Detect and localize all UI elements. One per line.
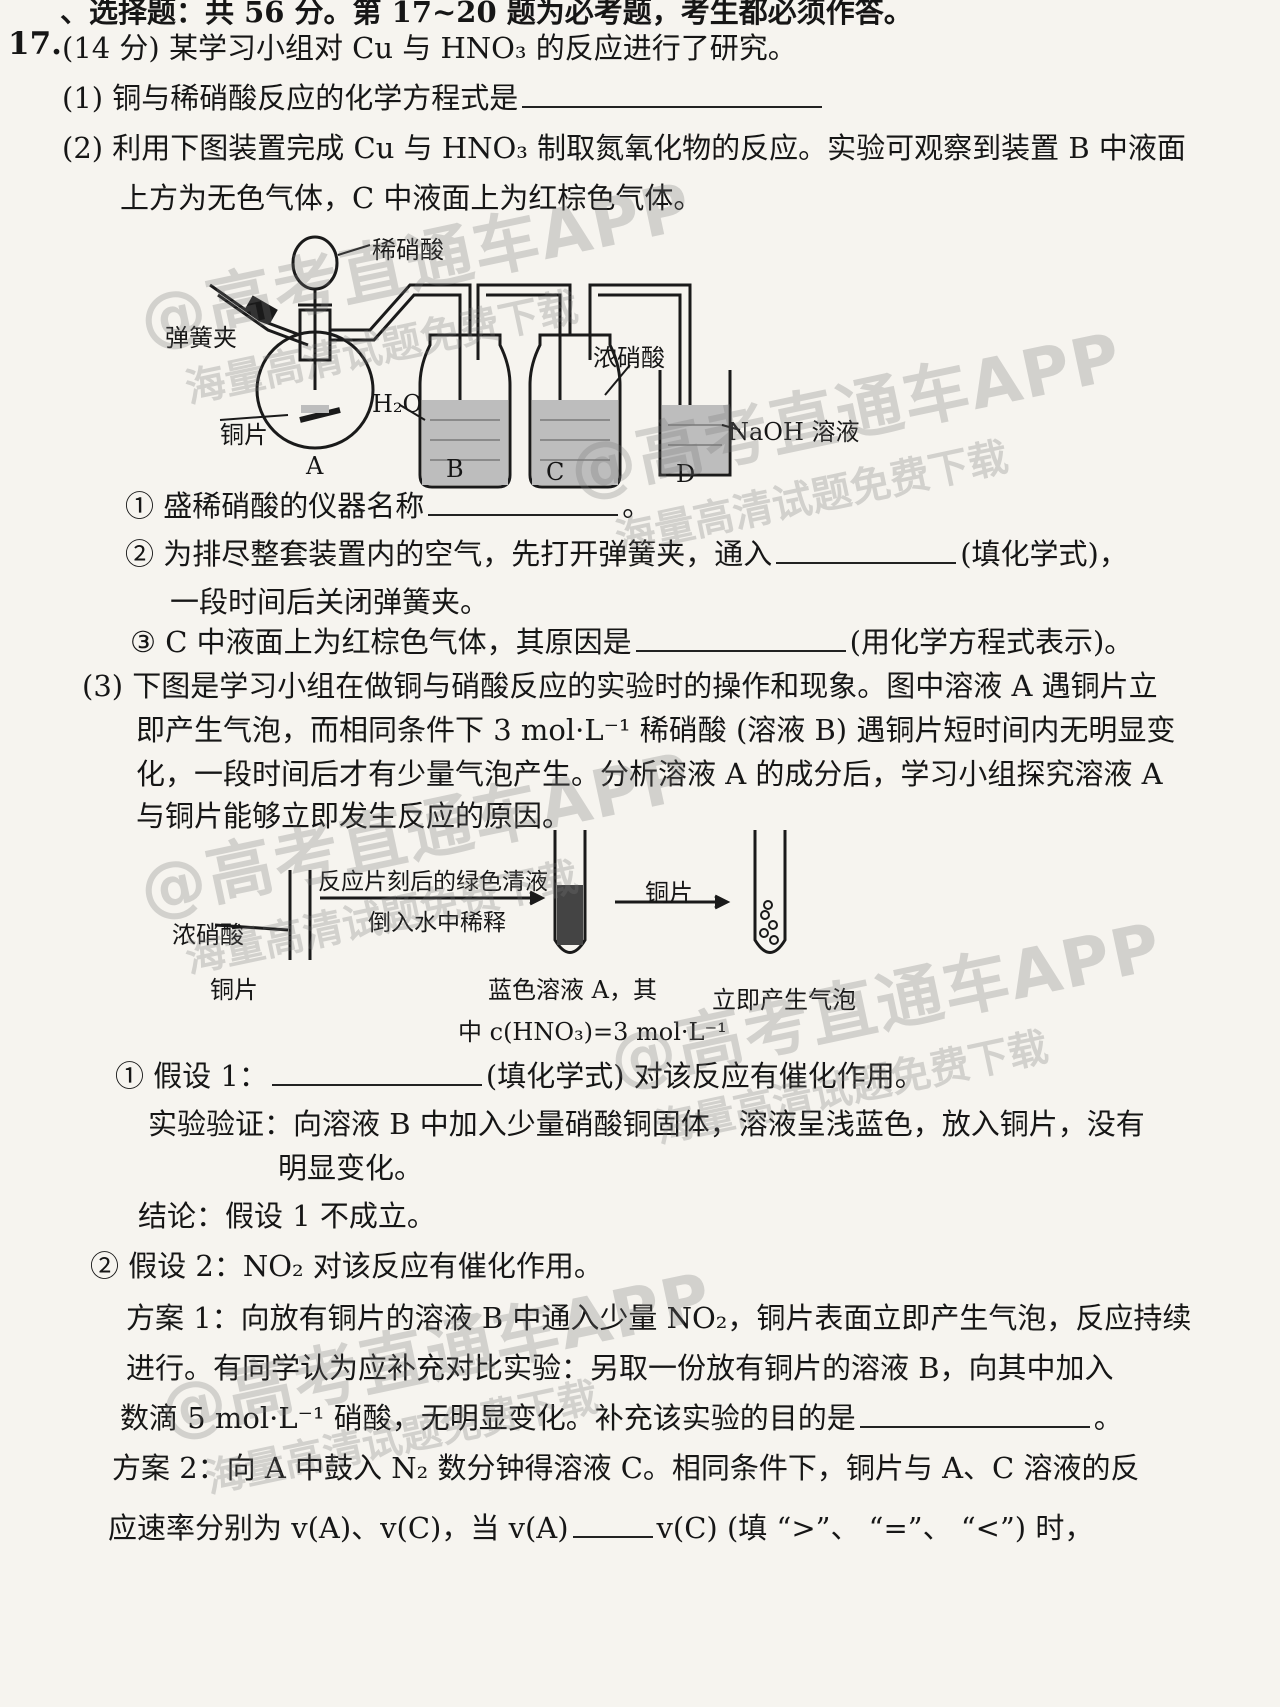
label-spring-clip: 弹簧夹 <box>165 324 237 352</box>
label-c: C <box>546 458 565 486</box>
label-water: H₂O <box>372 390 423 418</box>
separatory-funnel <box>291 235 339 291</box>
hypothesis-1: ① 假设 1：(填化学式) 对该反应有催化作用。 <box>115 1059 924 1093</box>
q2-3: ③ C 中液面上为红棕色气体，其原因是(用化学方程式表示)。 <box>130 625 1134 659</box>
answer-blank[interactable] <box>859 1425 1090 1428</box>
bubbles <box>759 900 779 945</box>
liquid-d <box>662 405 728 473</box>
flow-copper: 铜片 <box>210 976 258 1004</box>
flow-arrow1-bottom: 倒入水中稀释 <box>368 910 506 936</box>
liquid-b <box>422 400 508 485</box>
q2-2b: 一段时间后关闭弹簧夹。 <box>170 585 490 619</box>
part3-line1: (3) 下图是学习小组在做铜与硝酸反应的实验时的操作和现象。图中溶液 A 遇铜片… <box>82 669 1158 703</box>
answer-blank[interactable] <box>271 1083 482 1086</box>
hypothesis-2: ② 假设 2：NO₂ 对该反应有催化作用。 <box>90 1249 603 1283</box>
tube1-caption-1: 蓝色溶液 A，其 <box>488 976 657 1004</box>
label-conc-acid: 浓硝酸 <box>593 344 665 372</box>
q2-1: ① 盛稀硝酸的仪器名称。 <box>125 489 652 523</box>
part2-line2: 上方为无色气体，C 中液面上为红棕色气体。 <box>120 181 703 215</box>
tube-a <box>553 830 587 954</box>
flow-arrow1-top: 反应片刻后的绿色清液 <box>318 869 548 895</box>
tube1-caption-2: 中 c(HNO₃)=3 mol·L⁻¹ <box>458 1018 727 1046</box>
question-intro: (14 分) 某学习小组对 Cu 与 HNO₃ 的反应进行了研究。 <box>62 31 797 65</box>
beaker-d <box>658 370 732 477</box>
answer-blank[interactable] <box>635 649 846 652</box>
answer-blank[interactable] <box>776 561 957 564</box>
label-naoh: NaOH 溶液 <box>728 418 860 446</box>
flow-arrow2-top: 铜片 <box>645 879 693 907</box>
apparatus-diagram <box>209 235 741 489</box>
bottle-b <box>418 333 512 489</box>
bottle-c <box>528 333 622 489</box>
q2-2a: ② 为排尽整套装置内的空气，先打开弹簧夹，通入(填化学式)， <box>125 537 1128 571</box>
part3-line3: 化，一段时间后才有少量气泡产生。分析溶液 A 的成分后，学习小组探究溶液 A <box>136 757 1163 791</box>
label-a: A <box>306 452 324 480</box>
spring-clip <box>244 295 278 325</box>
copper-piece <box>299 407 341 423</box>
answer-blank[interactable] <box>572 1535 653 1538</box>
label-d: D <box>676 460 696 488</box>
plan1-line1: 方案 1：向放有铜片的溶液 B 中通入少量 NO₂，铜片表面立即产生气泡，反应持… <box>126 1301 1192 1335</box>
label-copper: 铜片 <box>220 421 268 449</box>
label-dilute-acid: 稀硝酸 <box>372 236 444 264</box>
part1-text: (1) 铜与稀硝酸反应的化学方程式是 <box>62 80 826 116</box>
solution-a <box>557 885 583 945</box>
conclusion: 结论：假设 1 不成立。 <box>138 1199 436 1233</box>
verify-1: 实验验证：向溶液 B 中加入少量硝酸铜固体，溶液呈浅蓝色，放入铜片，没有 <box>148 1107 1145 1141</box>
flow-diagram <box>214 830 787 960</box>
plan1-line3: 数滴 5 mol·L⁻¹ 硝酸，无明显变化。补充该实验的目的是。 <box>120 1401 1123 1435</box>
part3-line2: 即产生气泡，而相同条件下 3 mol·L⁻¹ 稀硝酸 (溶液 B) 遇铜片短时间… <box>136 713 1176 747</box>
question-number: 17. <box>8 26 62 62</box>
flow-conc-acid: 浓硝酸 <box>172 921 244 949</box>
section-header: 、选择题：共 56 分。第 17~20 题为必考题，考生都必须作答。 <box>60 0 913 29</box>
plan2-line1: 方案 2：向 A 中鼓入 N₂ 数分钟得溶液 C。相同条件下，铜片与 A、C 溶… <box>112 1451 1140 1485</box>
plan1-line2: 进行。有同学认为应补充对比实验：另取一份放有铜片的溶液 B，向其中加入 <box>126 1351 1114 1385</box>
plan2-line2: 应速率分别为 v(A)、v(C)，当 v(A)v(C) (填 “>”、 “=”、… <box>108 1511 1094 1545</box>
tube2-caption: 立即产生气泡 <box>712 986 856 1014</box>
part2-line1: (2) 利用下图装置完成 Cu 与 HNO₃ 制取氮氧化物的反应。实验可观察到装… <box>62 131 1186 165</box>
part3-line4: 与铜片能够立即发生反应的原因。 <box>136 799 572 833</box>
answer-blank[interactable] <box>522 105 823 108</box>
answer-blank[interactable] <box>428 513 619 516</box>
verify-2: 明显变化。 <box>278 1151 424 1185</box>
label-b: B <box>446 455 464 483</box>
tube-bubbles <box>753 830 787 954</box>
liquid-c <box>532 400 618 485</box>
